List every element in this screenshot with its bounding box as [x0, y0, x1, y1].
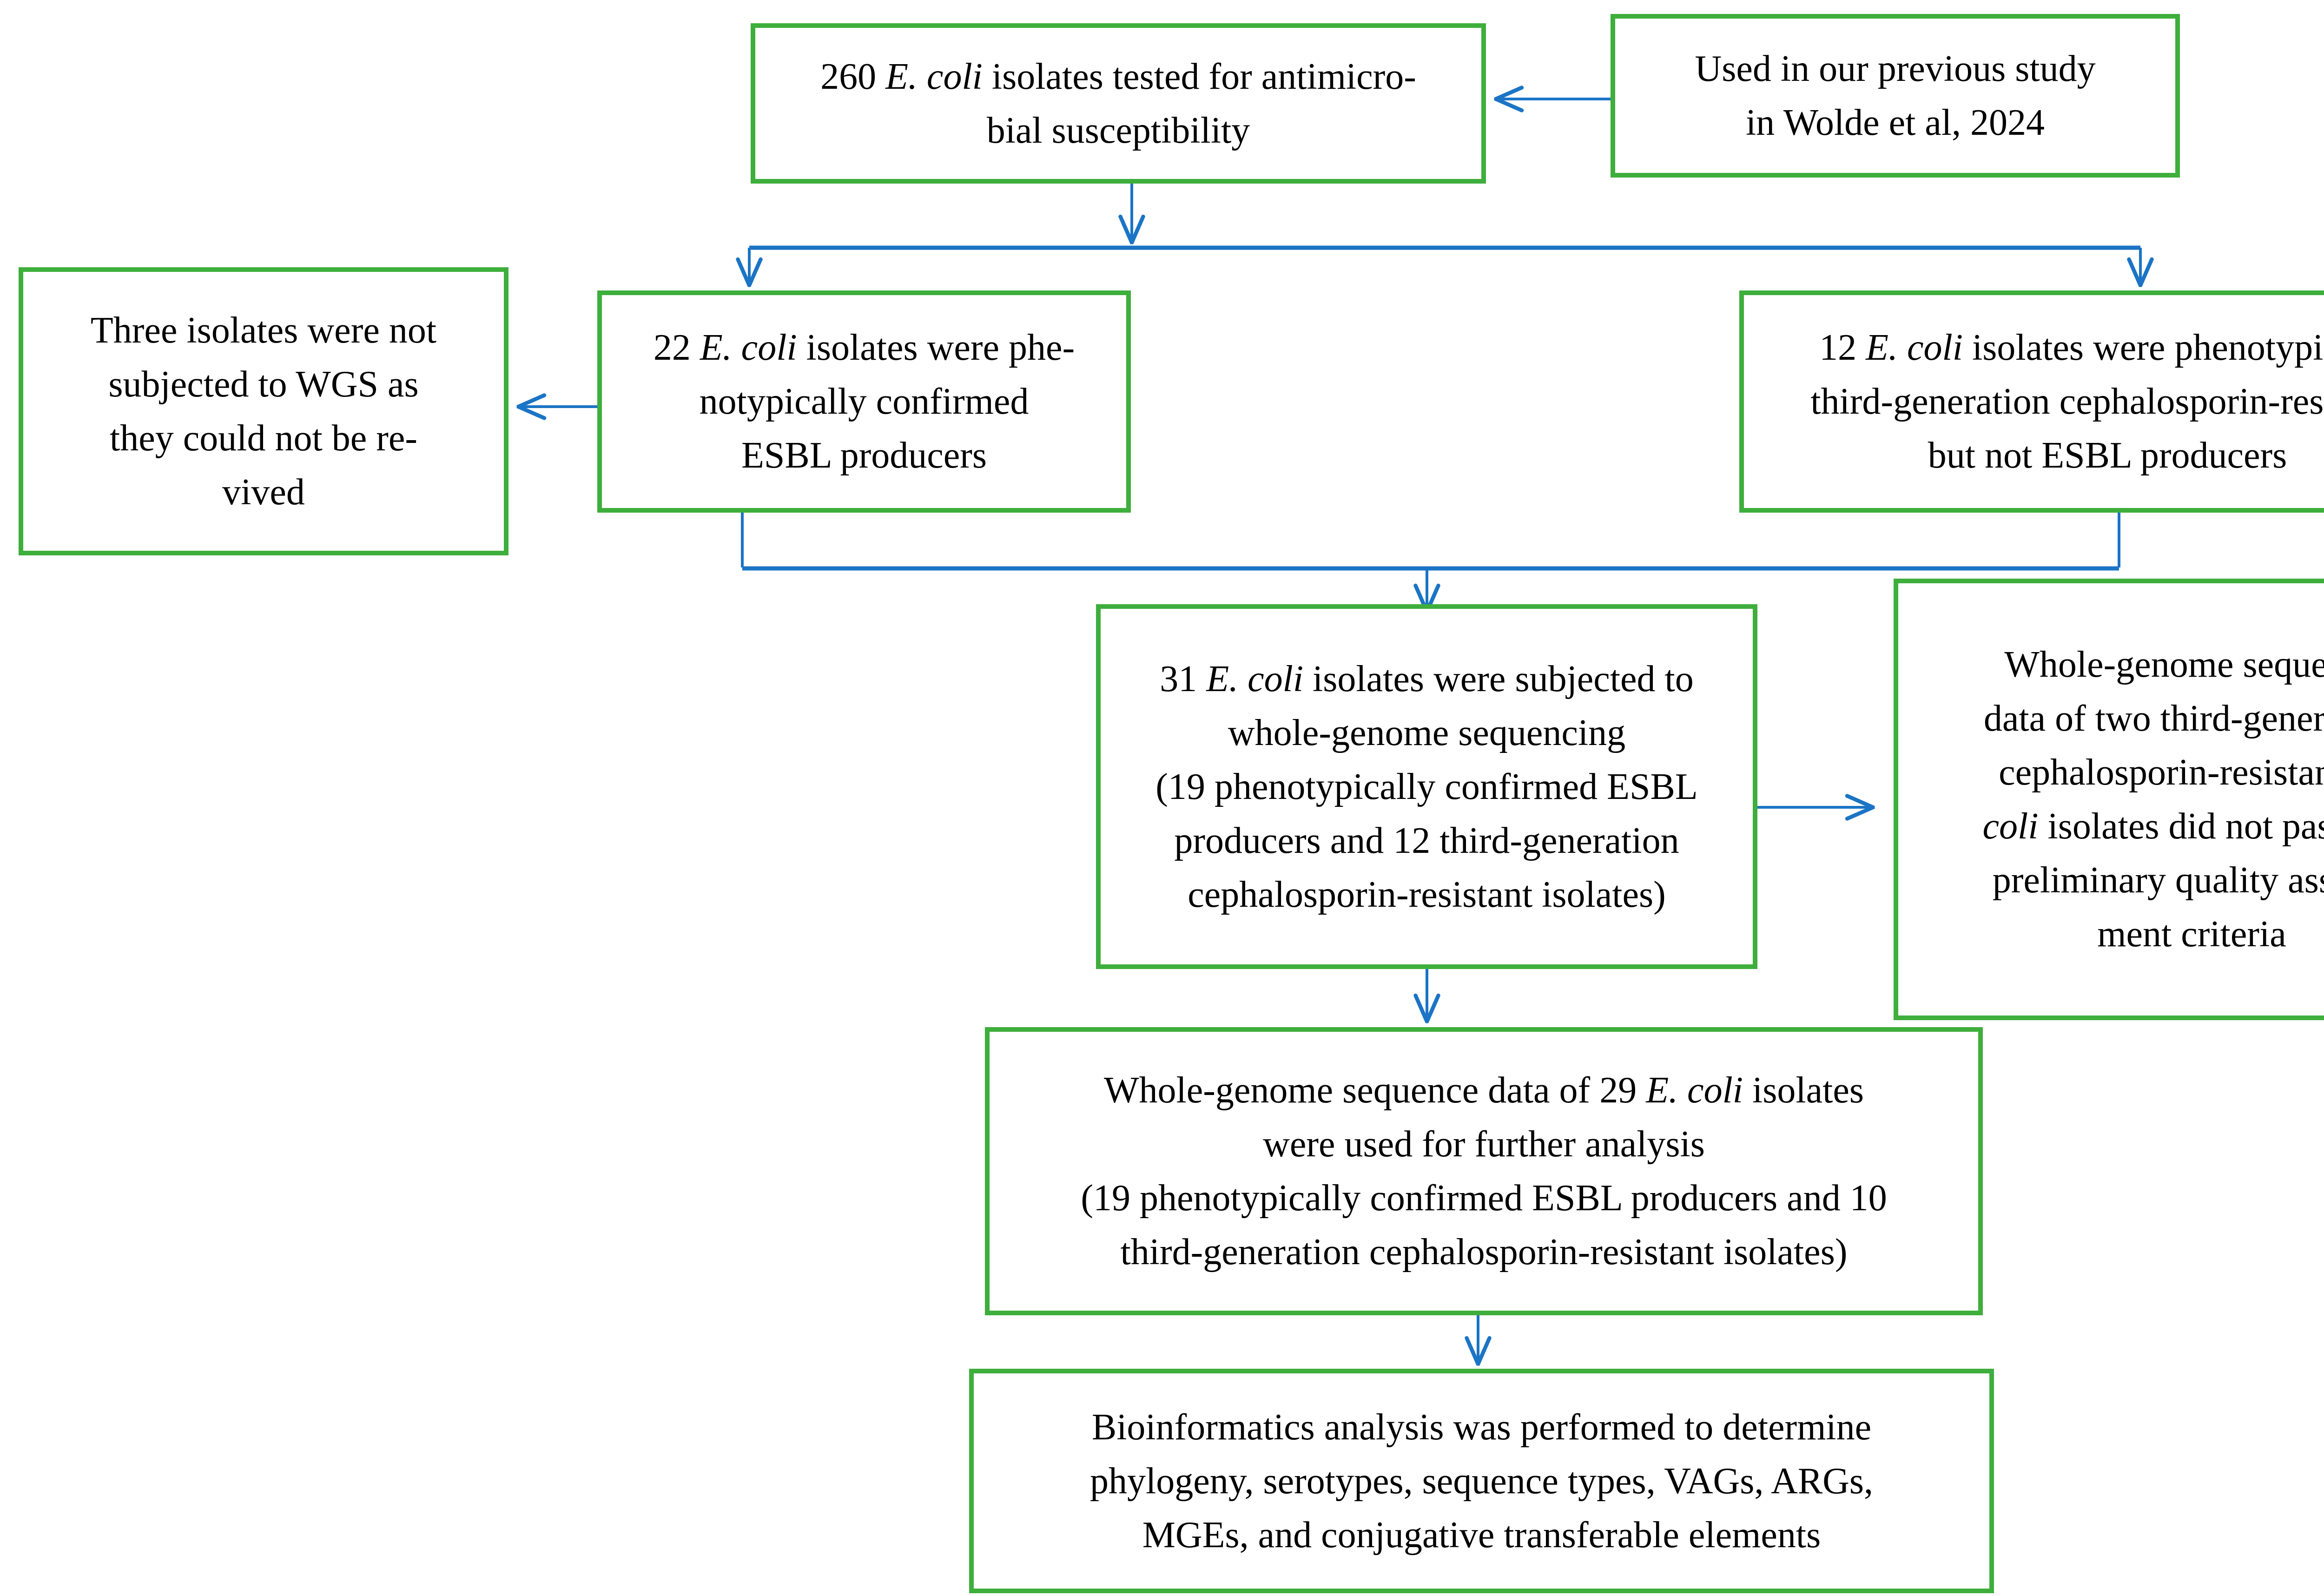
node-text-line: phylogeny, serotypes, sequence types, VA… — [1089, 1460, 1874, 1502]
node-text-line: Used in our previous study — [1695, 48, 2096, 89]
node-text-line: subjected to WGS as — [108, 364, 419, 405]
flow-node-used-29: Whole-genome sequence data of 29 E. coli… — [985, 1027, 1983, 1315]
node-text-line: Whole-genome sequence data of 29 E. coli… — [1104, 1070, 1864, 1111]
node-text-line: producers and 12 third-generation — [1174, 820, 1679, 861]
flow-node-esbl-22: 22 E. coli isolates were phe-notypically… — [597, 290, 1131, 513]
node-text-line: (19 phenotypically confirmed ESBL — [1155, 766, 1698, 807]
flow-node-previous-study: Used in our previous study in Wolde et al… — [1611, 14, 2180, 178]
node-text-line: preliminary quality assess- — [1992, 860, 2324, 901]
node-text-line: Bioinformatics analysis was performed to… — [1091, 1406, 1872, 1448]
node-text-line: ment criteria — [2097, 914, 2286, 955]
node-text-line: 31 E. coli isolates were subjected to — [1160, 658, 1694, 699]
node-text-line: 12 E. coli isolates were phenotypically — [1819, 327, 2324, 368]
flow-node-tested-260: 260 E. coli isolates tested for antimicr… — [751, 23, 1486, 184]
node-text-line: 22 E. coli isolates were phe- — [653, 327, 1075, 368]
node-text-line: in Wolde et al, 2024 — [1745, 102, 2045, 143]
node-text-line: bial susceptibility — [986, 110, 1250, 151]
node-text-line: but not ESBL producers — [1928, 435, 2287, 476]
node-text-line: coli isolates did not pass the — [1982, 806, 2324, 847]
node-text-line: data of two third-generation — [1983, 698, 2324, 739]
node-text-line: Three isolates were not — [90, 310, 437, 351]
node-text-line: notypically confirmed — [699, 381, 1029, 422]
flow-node-not-revived: Three isolates were not subjected to WGS … — [19, 267, 508, 555]
node-text-line: cephalosporin-resistant E. — [1999, 752, 2324, 793]
node-text-line: were used for further analysis — [1263, 1124, 1705, 1165]
flow-node-bioinformatics: Bioinformatics analysis was performed to… — [969, 1369, 1994, 1593]
node-text-line: ESBL producers — [741, 435, 987, 476]
node-text-line: third-generation cephalosporin-resistant… — [1120, 1232, 1848, 1273]
node-text-line: vived — [222, 472, 305, 513]
node-text-line: 260 E. coli isolates tested for antimicr… — [820, 56, 1416, 97]
node-text-line: (19 phenotypically confirmed ESBL produc… — [1081, 1178, 1887, 1219]
node-text-line: they could not be re- — [110, 418, 417, 459]
node-text-line: cephalosporin-resistant isolates) — [1188, 874, 1666, 915]
flow-node-wgs-31: 31 E. coli isolates were subjected to who… — [1096, 604, 1757, 969]
flow-node-qc-fail-2: Whole-genome sequence data of two third-g… — [1894, 579, 2324, 1020]
node-text-line: whole-genome sequencing — [1228, 712, 1626, 753]
node-text-line: MGEs, and conjugative transferable eleme… — [1142, 1514, 1821, 1556]
flow-node-cephalosporin-12: 12 E. coli isolates were phenotypically t… — [1739, 290, 2324, 513]
node-text-line: Whole-genome sequence — [2004, 644, 2324, 685]
node-text-line: third-generation cephalosporin-resistant — [1810, 381, 2324, 422]
